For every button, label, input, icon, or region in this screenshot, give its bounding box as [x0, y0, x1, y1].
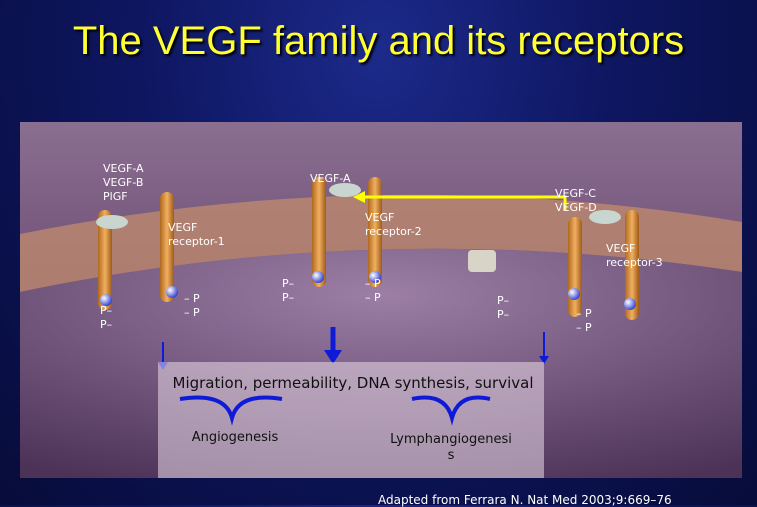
page-title: The VEGF family and its receptors	[0, 18, 757, 64]
receptor-3-label: VEGF receptor-3	[606, 242, 663, 270]
vegf-diagram: VEGF-A VEGF-B PlGF VEGF-A VEGF-C VEGF-D …	[20, 122, 742, 478]
receptor-2-label: VEGF receptor-2	[365, 211, 422, 239]
phospho-r3-right: – P – P	[576, 307, 592, 335]
phospho-r2-right: – P – P	[365, 277, 381, 305]
ligand-label-right: VEGF-C VEGF-D	[555, 187, 597, 215]
ligand-label-left: VEGF-A VEGF-B PlGF	[103, 162, 144, 204]
phospho-r2-left: P– P–	[282, 277, 294, 305]
angiogenesis-label: Angiogenesis	[180, 430, 290, 446]
ligand-label-middle: VEGF-A	[310, 172, 351, 186]
lymphangiogenesis-label: Lymphangiogenesi s	[385, 432, 517, 464]
membrane-channel	[468, 250, 496, 272]
receptor-1-label: VEGF receptor-1	[168, 221, 225, 249]
phospho-r1-left: P– P–	[100, 304, 112, 332]
phospho-r3-left: P– P–	[497, 294, 509, 322]
phospho-r1-right: – P – P	[184, 292, 200, 320]
outcome-text: Migration, permeability, DNA synthesis, …	[163, 375, 543, 391]
